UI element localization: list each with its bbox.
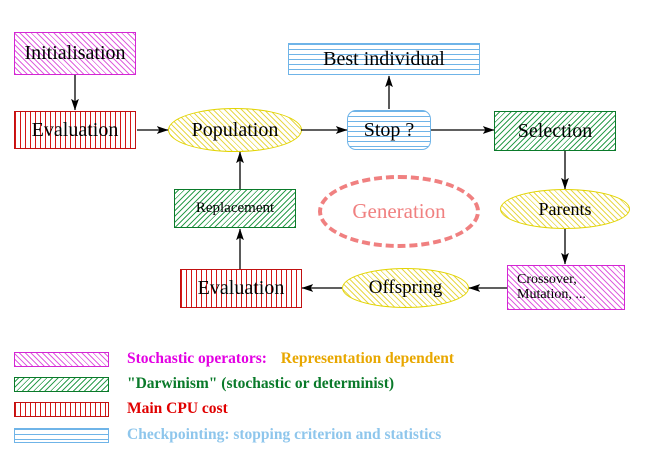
node-evaluation-top[interactable]: Evaluation — [14, 111, 136, 149]
node-operators-label: Crossover, Mutation, ... — [517, 271, 586, 302]
node-operators[interactable]: Crossover, Mutation, ... — [507, 265, 625, 310]
node-population[interactable]: Population — [168, 108, 302, 152]
legend-swatch-red-vertical-hatch-icon — [14, 401, 109, 417]
node-offspring-label: Offspring — [368, 277, 443, 299]
legend-swatch-blue-horizontal-hatch-icon — [14, 427, 109, 443]
node-generation: Generation — [318, 175, 480, 248]
legend-row-stochastic-operators: Stochastic operators: Representation dep… — [14, 348, 454, 370]
node-best-individual-label: Best individual — [323, 47, 445, 70]
legend-label-darwinism: "Darwinism" (stochastic or determinist) — [127, 375, 395, 392]
node-replacement-label: Replacement — [195, 199, 275, 216]
node-selection-label: Selection — [517, 119, 593, 142]
legend: Stochastic operators: Representation dep… — [0, 340, 670, 465]
legend-label-stochastic-operators: Stochastic operators: Representation dep… — [127, 350, 454, 368]
node-operators-line1: Crossover, — [517, 271, 577, 287]
legend-label-stochastic-operators-primary: Stochastic operators: — [127, 350, 267, 367]
node-initialisation[interactable]: Initialisation — [14, 32, 136, 75]
node-evaluation-bottom-label: Evaluation — [197, 277, 285, 299]
node-initialisation-label: Initialisation — [24, 42, 126, 64]
node-replacement[interactable]: Replacement — [174, 189, 296, 228]
node-selection[interactable]: Selection — [494, 111, 616, 151]
node-operators-line2: Mutation, ... — [517, 286, 586, 302]
node-stop[interactable]: Stop ? — [347, 110, 431, 150]
legend-row-checkpointing: Checkpointing: stopping criterion and st… — [14, 424, 441, 446]
legend-swatch-magenta-diagonal-hatch-icon — [14, 351, 109, 367]
legend-label-stochastic-operators-secondary: Representation dependent — [280, 350, 455, 367]
legend-row-darwinism: "Darwinism" (stochastic or determinist) — [14, 373, 394, 395]
node-evaluation-top-label: Evaluation — [31, 118, 119, 141]
node-stop-label: Stop ? — [363, 118, 415, 141]
legend-label-checkpointing: Checkpointing: stopping criterion and st… — [127, 426, 442, 443]
legend-row-main-cpu-cost: Main CPU cost — [14, 398, 228, 420]
node-generation-label: Generation — [352, 199, 446, 223]
node-parents-label: Parents — [538, 198, 592, 219]
node-best-individual[interactable]: Best individual — [288, 43, 480, 75]
node-evaluation-bottom[interactable]: Evaluation — [180, 269, 302, 308]
legend-label-main-cpu-cost: Main CPU cost — [127, 400, 228, 417]
legend-swatch-green-diagonal-hatch-icon — [14, 376, 109, 392]
node-offspring[interactable]: Offspring — [342, 268, 469, 308]
node-population-label: Population — [191, 118, 279, 141]
node-parents[interactable]: Parents — [500, 189, 630, 229]
